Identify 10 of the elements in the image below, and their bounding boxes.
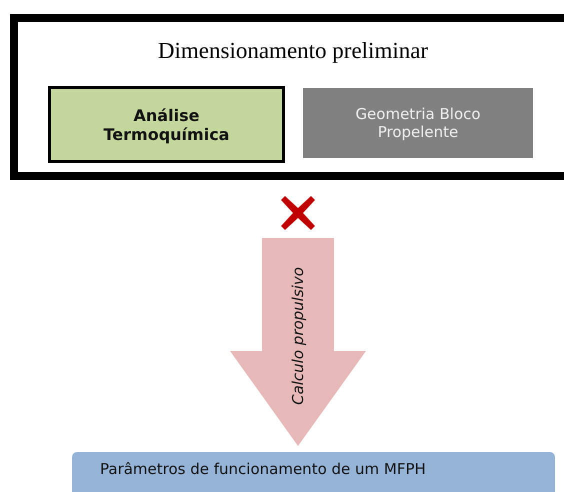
process-box xyxy=(48,86,285,163)
process-box xyxy=(303,88,533,158)
box-label: Parâmetros de funcionamento de um MFPH xyxy=(100,460,426,478)
block-arrow xyxy=(230,238,366,446)
box-label: Geometria Bloco Propelente xyxy=(354,105,482,141)
edge-label: Calculo propulsivo xyxy=(289,266,307,407)
result-box xyxy=(72,452,555,492)
group-title: Dimensionamento preliminar xyxy=(158,38,428,64)
box-label: Análise Termoquímica xyxy=(102,106,230,144)
group-box xyxy=(10,14,564,180)
